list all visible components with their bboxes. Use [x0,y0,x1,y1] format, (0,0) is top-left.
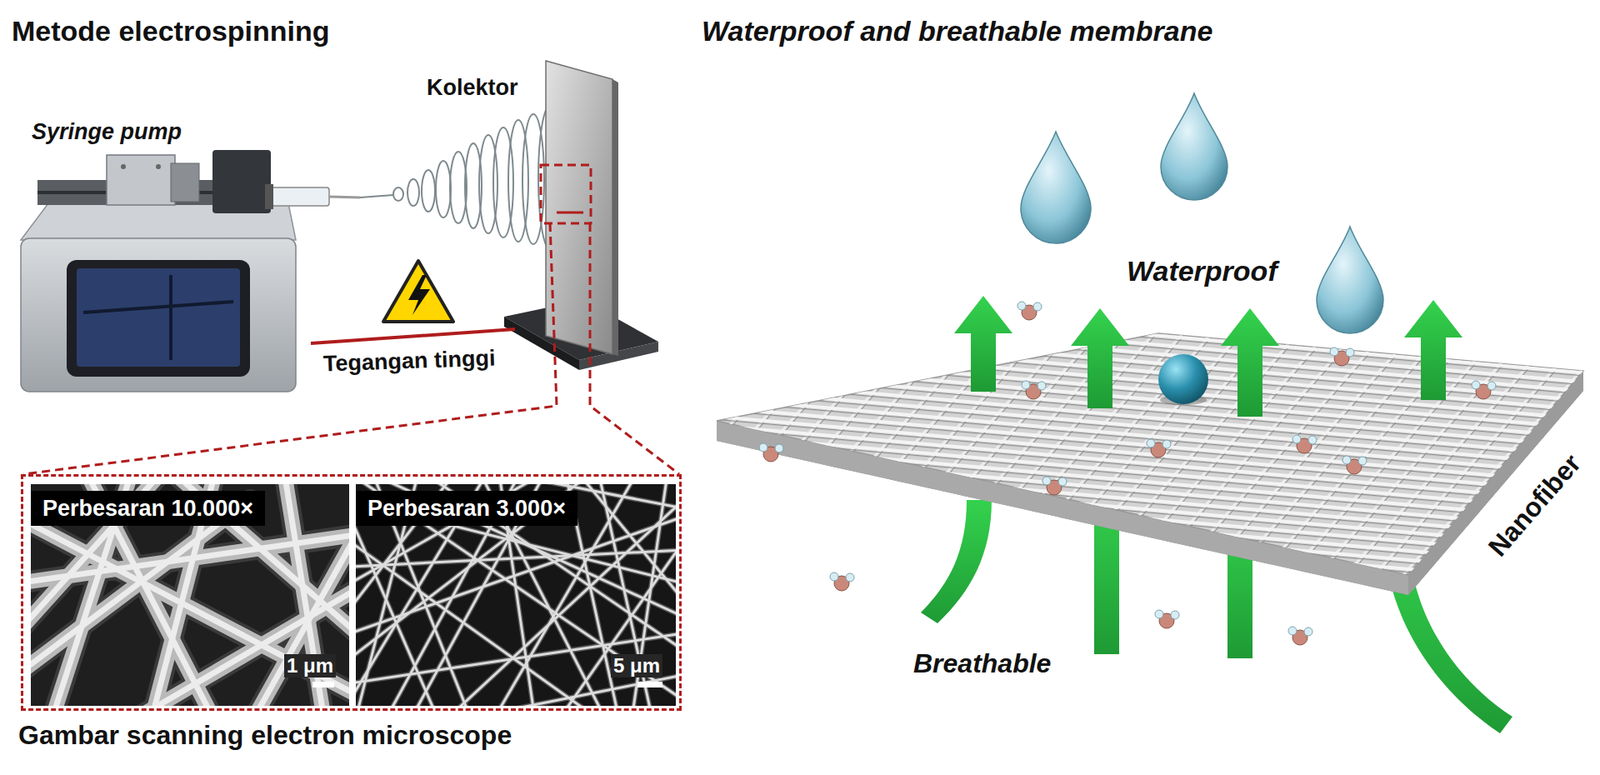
scale-bar-label: 5 μm [610,654,663,678]
nanofiber-membrane [716,333,1584,595]
collector [504,60,659,370]
panel-heading: Metode electrospinning [11,15,330,48]
water-vapor-molecule [759,301,1496,645]
voltage-label: Tegangan tinggi [323,345,496,377]
sem-panel: Perbesaran 3.000× 5 μm [355,484,676,706]
voltage-line [310,329,515,344]
sem-frame: Gambar scanning electron microscopePerbe… [20,474,682,711]
property-label: Waterproof [1126,255,1278,288]
zoom-leader [23,165,680,475]
magnification-label: Perbesaran 3.000× [355,490,578,526]
water-drop [1020,93,1384,334]
syringe-pump [20,150,360,392]
sem-panel: Perbesaran 10.000× 1 μm [30,484,350,706]
water-bead [1158,354,1209,405]
panel-heading: Waterproof and breathable membrane [701,15,1213,48]
device-label: Syringe pump [31,119,182,145]
scale-bar-label: 1 μm [284,654,336,678]
device-label: Kolektor [426,75,519,101]
magnification-label: Perbesaran 10.000× [30,490,265,526]
vapor-arrow [954,295,1463,417]
high-voltage-symbol [383,260,454,322]
figure-caption: Gambar scanning electron microscope [18,720,512,751]
sem-image [355,484,676,706]
sem-image [30,484,350,706]
property-label: Breathable [913,648,1051,680]
